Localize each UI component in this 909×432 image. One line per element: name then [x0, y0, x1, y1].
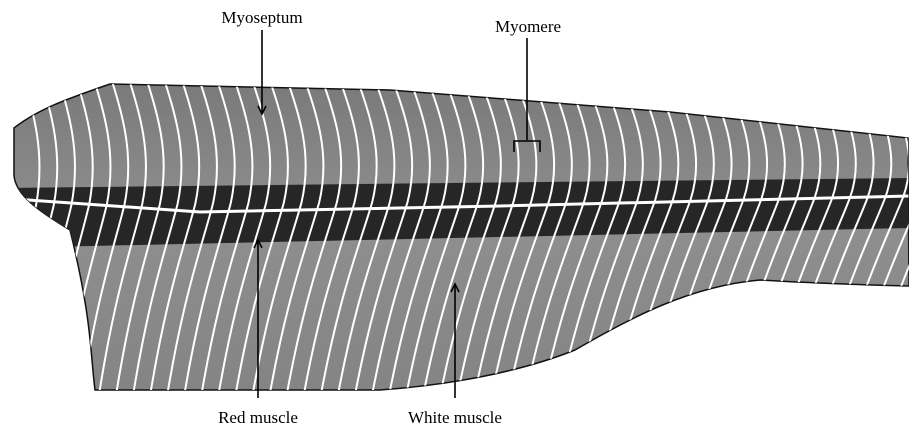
myoseptum-label: Myoseptum [221, 8, 302, 27]
red-muscle-label: Red muscle [218, 408, 298, 427]
myoseptum-line [0, 60, 40, 420]
white-muscle-label: White muscle [408, 408, 502, 427]
myoseptum-line [10, 60, 57, 420]
myomere-label: Myomere [495, 17, 561, 36]
